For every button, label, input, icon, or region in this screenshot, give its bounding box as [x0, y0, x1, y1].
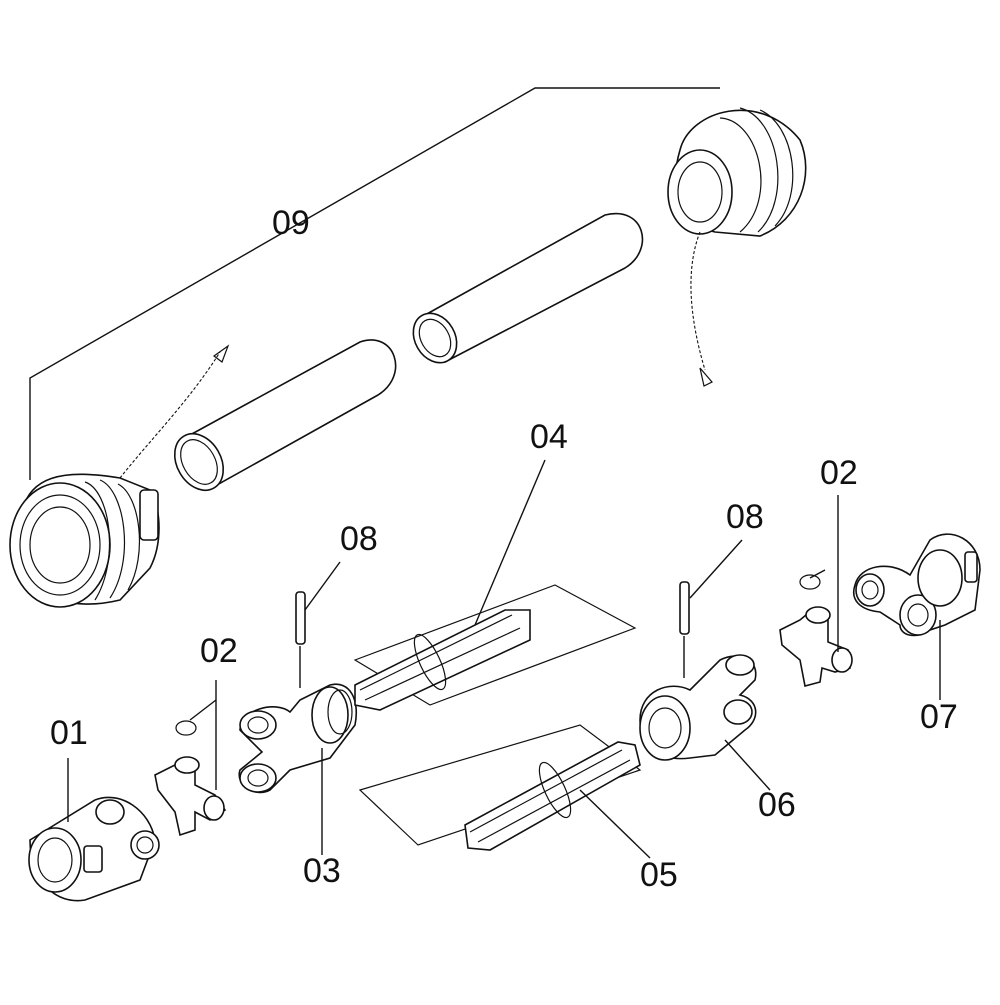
label-06: 06 [758, 786, 796, 824]
right-guard-chain [690, 231, 713, 387]
label-09: 09 [272, 204, 310, 242]
leader-lines [67, 459, 941, 859]
label-08-right: 08 [726, 498, 764, 536]
outer-profile-tube-04 [353, 584, 637, 711]
label-03: 03 [303, 852, 341, 890]
label-07: 07 [920, 698, 958, 736]
label-05: 05 [640, 856, 678, 894]
pin-left-08 [295, 591, 306, 688]
yoke-07 [853, 533, 981, 637]
inner-yoke-03 [238, 683, 357, 794]
left-guard-tube [173, 339, 397, 492]
left-guard-cone [9, 473, 160, 608]
inner-yoke-06 [639, 654, 757, 761]
label-01: 01 [50, 714, 88, 752]
inner-profile-tube-05 [358, 724, 642, 851]
right-guard-tube [412, 212, 644, 364]
left-guard-chain [119, 344, 230, 479]
cross-journal-right-02 [779, 574, 853, 687]
label-02-right: 02 [820, 454, 858, 492]
guard-assembly-leader [29, 87, 720, 480]
yoke-01 [28, 796, 160, 902]
label-08-left: 08 [340, 520, 378, 558]
right-guard-cone [667, 107, 807, 237]
pin-right-08 [679, 581, 690, 678]
cross-journal-left-02 [154, 720, 227, 837]
label-04: 04 [530, 418, 568, 456]
label-02-left: 02 [200, 632, 238, 670]
